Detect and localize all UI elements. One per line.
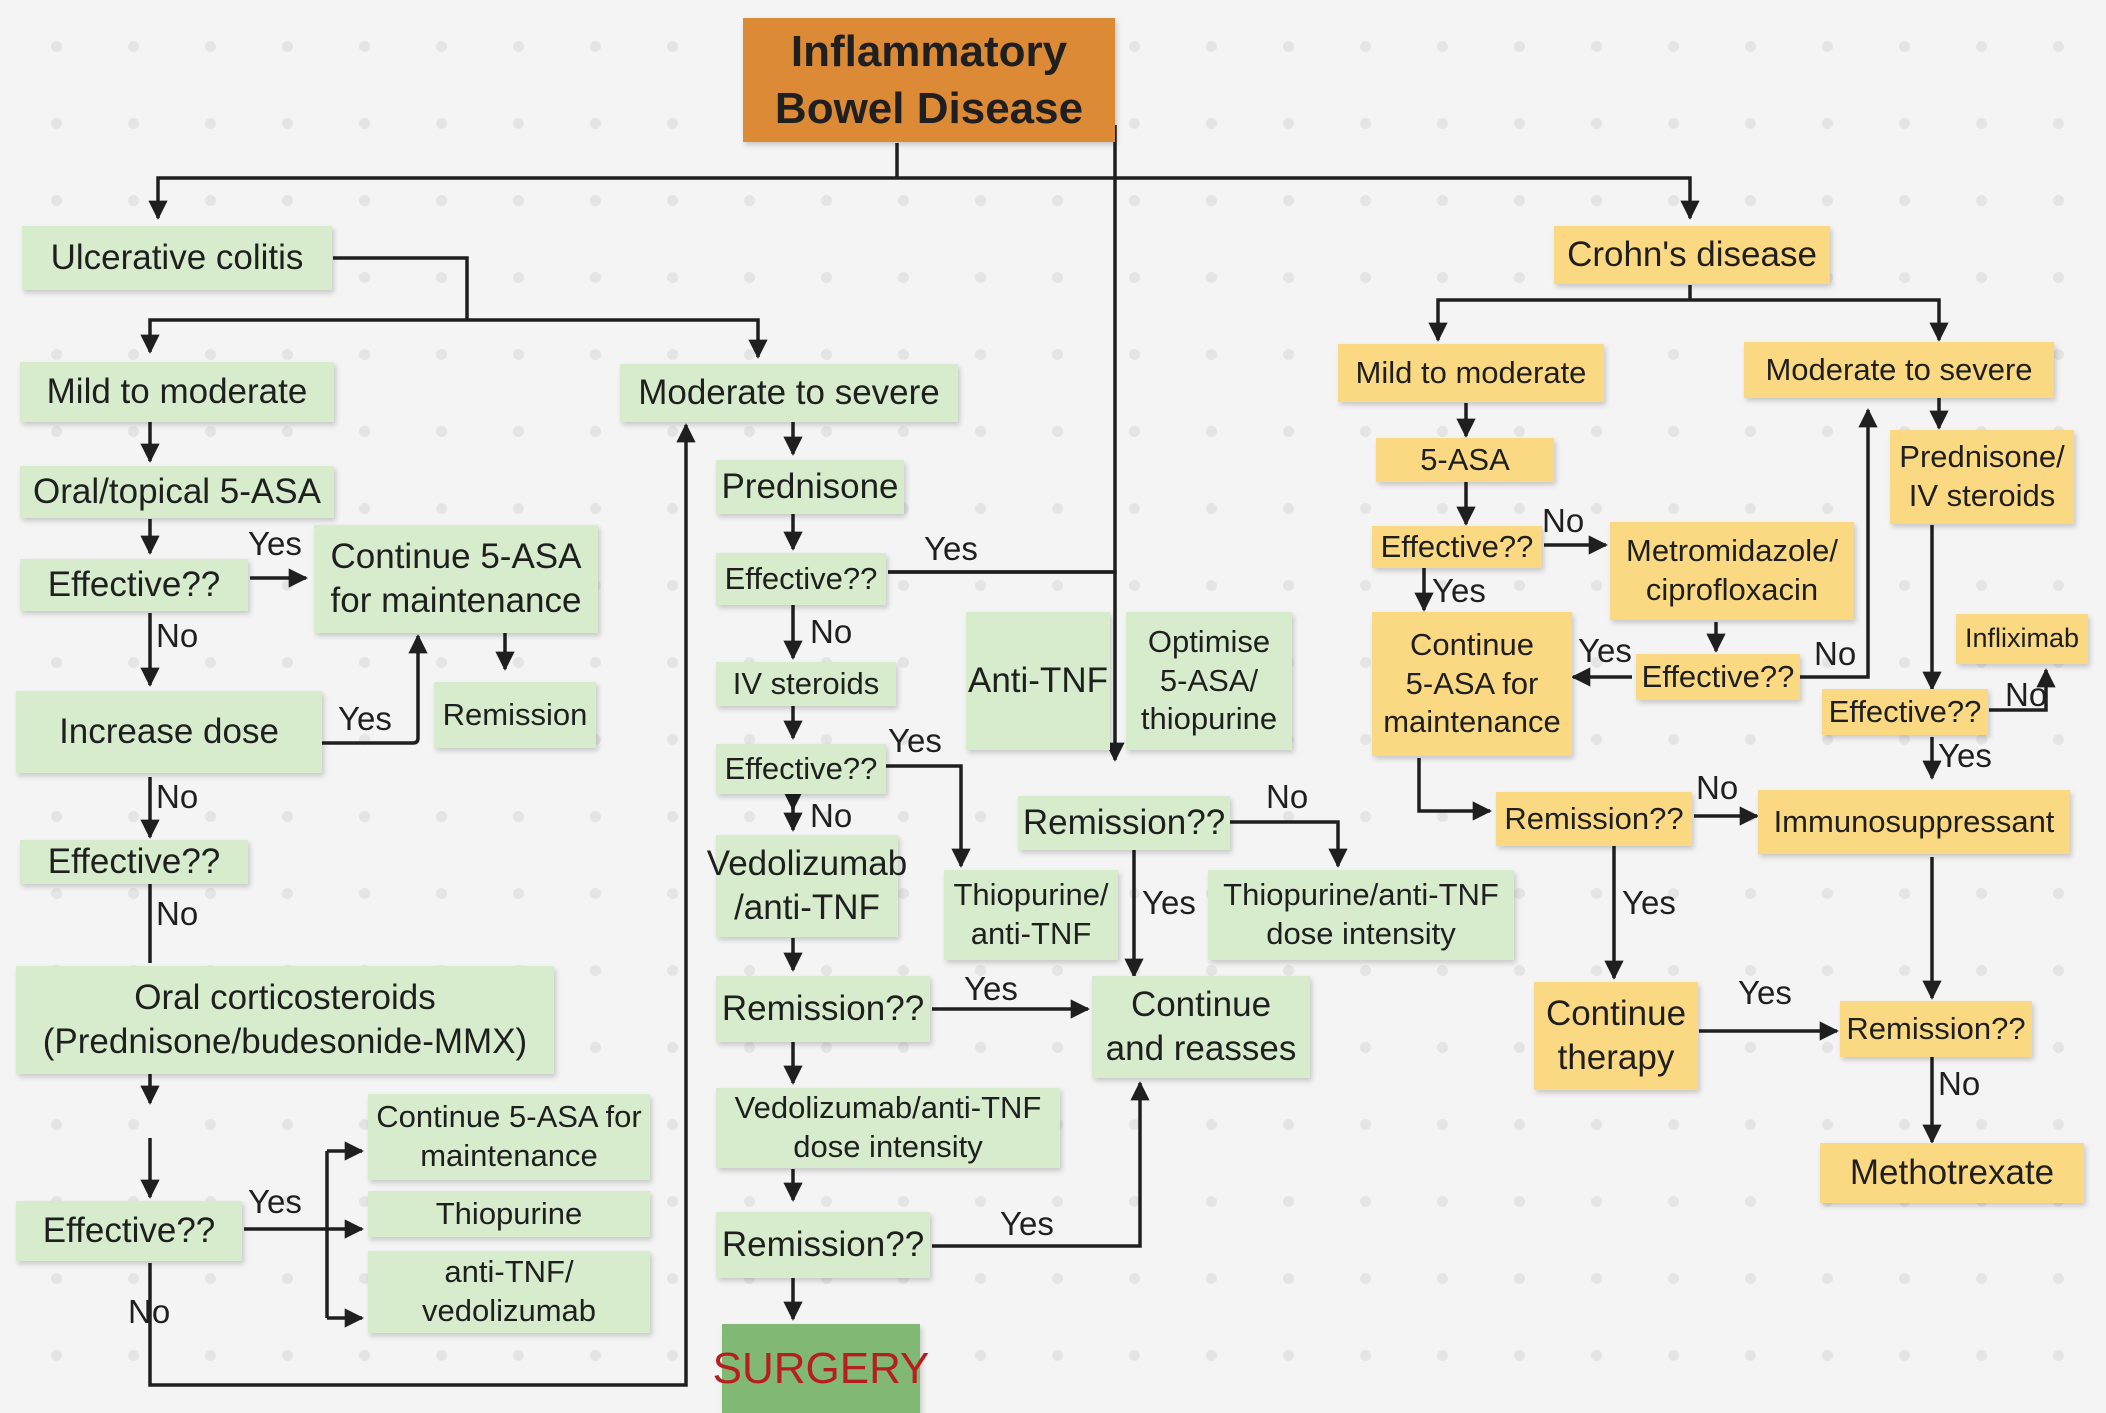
uc-surgery-box: SURGERY [713,1324,929,1413]
uc-option-antitnf-box: anti-TNF/ vedolizumab [368,1251,650,1333]
no-label: No [2005,676,2048,713]
root-ibd-box: Inflammatory Bowel Disease [743,18,1115,142]
connector-cd-severe [1690,298,1949,342]
yes-label: Yes [248,1183,302,1220]
yes-label: Yes [964,970,1018,1007]
uc-optimise-box: Optimise 5-ASA/ thiopurine [1126,612,1292,750]
cd-effective-2-box: Effective?? [1636,654,1800,700]
uc-continue-reassess-box: Continue and reasses [1092,976,1310,1078]
yes-label: Yes [888,722,942,759]
yes-label: Yes [338,700,392,737]
yes-label: Yes [1578,632,1632,669]
uc-continue-5asa-box: Continue 5-ASA for maintenance [314,525,598,633]
uc-effective-2-box: Effective?? [20,840,248,884]
uc-title-box: Ulcerative colitis [22,226,332,290]
no-label: No [1696,769,1739,806]
cd-continue-therapy-box: Continue therapy [1534,982,1698,1090]
uc-remission-box: Remission [434,682,596,748]
uc-option-continue-5asa-box: Continue 5-ASA for maintenance [368,1094,650,1180]
uc-effective-1-box: Effective?? [20,559,248,611]
no-label: No [1266,778,1309,815]
uc-oral-corticosteroids-box: Oral corticosteroids (Prednisone/budeson… [16,966,554,1074]
cd-severe-box: Moderate to severe [1744,342,2054,398]
no-label: No [1542,502,1585,539]
uc-severe-effective-1-box: Effective?? [716,553,886,605]
yes-label: Yes [1622,884,1676,921]
uc-severe-effective-2-box: Effective?? [716,744,886,794]
no-label: No [128,1293,171,1330]
uc-severe-remission-c-box: Remission?? [716,1212,930,1278]
cd-5asa-box: 5-ASA [1376,438,1554,482]
no-label: No [810,613,853,650]
yes-label: Yes [248,525,302,562]
cd-prednisone-box: Prednisone/ IV steroids [1890,430,2074,524]
yes-label: Yes [1738,974,1792,1011]
cd-immunosuppressant-box: Immunosuppressant [1758,790,2070,854]
uc-thiopurine-intensity-box: Thiopurine/anti-TNF dose intensity [1208,870,1514,960]
cd-effective-1-box: Effective?? [1372,526,1542,568]
cd-mild-box: Mild to moderate [1338,344,1604,402]
yes-label: Yes [1000,1205,1054,1242]
yes-label: Yes [924,530,978,567]
uc-antitnf-box: Anti-TNF [966,612,1110,750]
uc-mild-box: Mild to moderate [20,362,334,422]
no-label: No [156,617,199,654]
connector-uc [333,256,469,320]
no-label: No [156,778,199,815]
cd-methotrexate-box: Methotrexate [1820,1143,2084,1203]
cd-title-box: Crohn's disease [1554,226,1830,284]
no-label: No [810,797,853,834]
uc-option-thiopurine-box: Thiopurine [368,1191,650,1237]
uc-vedolizumab-box: Vedolizumab /anti-TNF [707,835,907,937]
uc-oral-5asa-box: Oral/topical 5-ASA [20,466,334,518]
no-label: No [156,895,199,932]
uc-prednisone-box: Prednisone [716,460,904,514]
connector-cd-mild [1428,298,1690,342]
uc-severe-box: Moderate to severe [620,364,958,422]
connector-uc-severe [467,318,768,359]
connector-root-uc [148,176,897,220]
no-label: No [1814,635,1857,672]
yes-label: Yes [1142,884,1196,921]
uc-severe-remission-a-box: Remission?? [1018,796,1230,850]
yes-label: Yes [1432,572,1486,609]
uc-iv-steroids-box: IV steroids [716,662,896,706]
connector-uc-mild [140,318,467,354]
no-label: No [1938,1065,1981,1102]
cd-metronidazole-box: Metromidazole/ ciprofloxacin [1610,522,1854,620]
connector-root-cd [897,176,1700,220]
uc-effective-3-box: Effective?? [16,1201,242,1261]
cd-mild-remission-box: Remission?? [1496,792,1692,846]
cd-severe-remission-box: Remission?? [1840,1001,2032,1057]
yes-label: Yes [1938,737,1992,774]
uc-severe-remission-b-box: Remission?? [716,976,930,1042]
cd-continue-5asa-box: Continue 5-ASA for maintenance [1372,612,1572,756]
cd-infliximab-box: Infliximab [1956,614,2088,664]
uc-thiopurine-antitnf-box: Thiopurine/ anti-TNF [944,870,1118,960]
uc-vedolizumab-intensity-box: Vedolizumab/anti-TNF dose intensity [716,1088,1060,1168]
cd-severe-effective-box: Effective?? [1822,689,1988,735]
uc-increase-dose-box: Increase dose [16,691,322,773]
